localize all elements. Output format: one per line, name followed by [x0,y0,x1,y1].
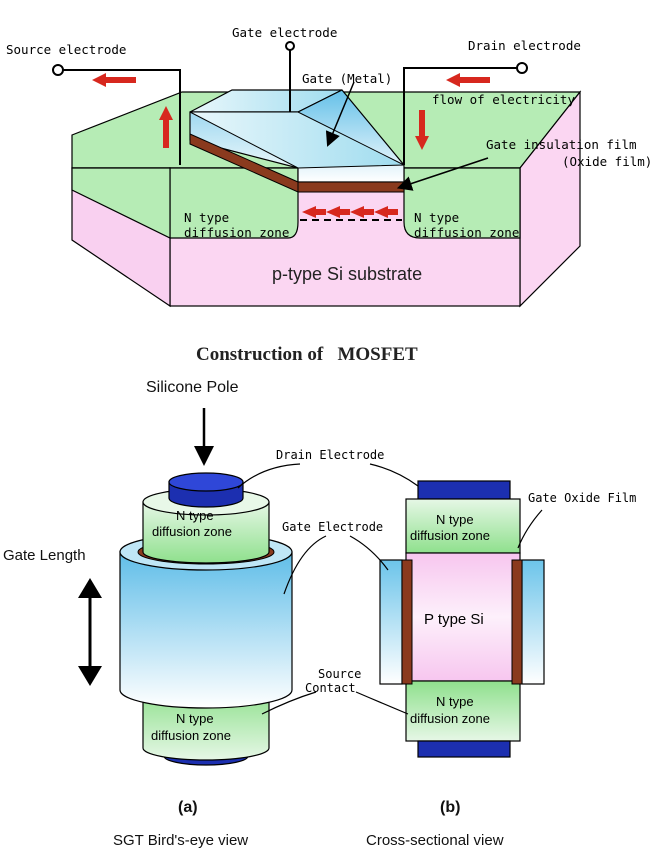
channel-current-arrows [300,206,402,221]
cross-oxide-right [511,559,523,685]
gate-oxide-film [297,181,405,193]
cross-oxide-left [401,559,413,685]
caption-b-letter: (b) [440,799,460,816]
label-gate-length: Gate Length [3,547,86,564]
bottom-labels: Silicone Pole Drain Electrode Gate Oxide… [3,379,636,743]
cross-source-cap [417,740,511,758]
cross-p-si [405,552,521,682]
label-cross-top-n-2: diffusion zone [410,528,490,543]
n-diffusion-left-side [71,167,171,239]
arrow-up-source [159,106,173,148]
cross-top-n [405,498,521,554]
label-cross-bottom-n-2: diffusion zone [410,711,490,726]
label-flow: flow of electricity [432,92,575,107]
top-labels: Source electrode Gate electrode Drain el… [6,25,652,284]
cross-bottom-n [405,680,521,742]
label-gate-electrode-b: Gate Electrode [282,520,383,534]
label-cross-bottom-n-1: N type [436,694,474,709]
cross-section [379,480,545,758]
label-bird-bottom-n-1: N type [176,711,214,726]
caption-mosfet: Construction of MOSFET [196,344,418,365]
label-n-right-2: diffusion zone [414,225,519,240]
cross-gate-right [521,559,545,685]
bird-gate-cylinder [119,551,293,709]
cross-gate-left [379,559,403,685]
flow-arrows [92,73,490,150]
label-gate-oxide-film: Gate Oxide Film [528,491,636,505]
n-diffusion-right [403,167,521,239]
label-cross-p-si: P type Si [424,611,484,628]
bottom-captions: (a) SGT Bird's-eye view (b) Cross-sectio… [113,799,504,849]
label-substrate: p-type Si substrate [272,264,422,284]
label-drain-electrode: Drain electrode [468,38,581,53]
caption-b-title: Cross-sectional view [366,832,504,849]
label-insulation-2: (Oxide film) [562,154,652,169]
arrow-down-drain [415,110,429,150]
label-source-electrode: Source electrode [6,42,126,57]
label-insulation-1: Gate insulation film [486,137,637,152]
label-gate-metal: Gate (Metal) [302,71,392,86]
label-gate-electrode: Gate electrode [232,25,337,40]
gate-oxide-side [189,133,299,193]
sgt-birdseye [119,472,293,766]
drain-electrode-wire [403,62,528,165]
top-pointer-lines [325,81,489,191]
caption-a-title: SGT Bird's-eye view [113,832,248,849]
bird-top-n [142,501,270,564]
gate-electrode-wire [285,41,295,112]
label-n-right-1: N type [414,210,459,225]
label-bird-top-n-1: N type [176,508,214,523]
label-n-left-2: diffusion zone [184,225,289,240]
bottom-pointer-lines [237,463,543,715]
label-cross-top-n-1: N type [436,512,474,527]
source-electrode-wire [52,64,181,165]
label-n-left-1: N type [184,210,229,225]
bird-bottom-n [142,689,270,761]
label-bird-top-n-2: diffusion zone [152,524,232,539]
gate-length-arrow [78,578,102,686]
label-silicone-pole: Silicone Pole [146,379,239,396]
silicone-pole-arrow [194,408,214,466]
label-source-contact-2: Contact [305,681,356,695]
arrow-left-drain [446,73,490,87]
label-bird-bottom-n-2: diffusion zone [151,728,231,743]
label-source-contact-1: Source [318,667,361,681]
n-diffusion-left [169,167,299,239]
arrow-left-top [92,73,136,87]
gate-metal-block [189,89,405,193]
caption-a-letter: (a) [178,799,198,816]
label-drain-electrode-b: Drain Electrode [276,448,384,462]
cross-drain-cap [417,480,511,500]
bird-drain-cap-top [168,472,244,492]
